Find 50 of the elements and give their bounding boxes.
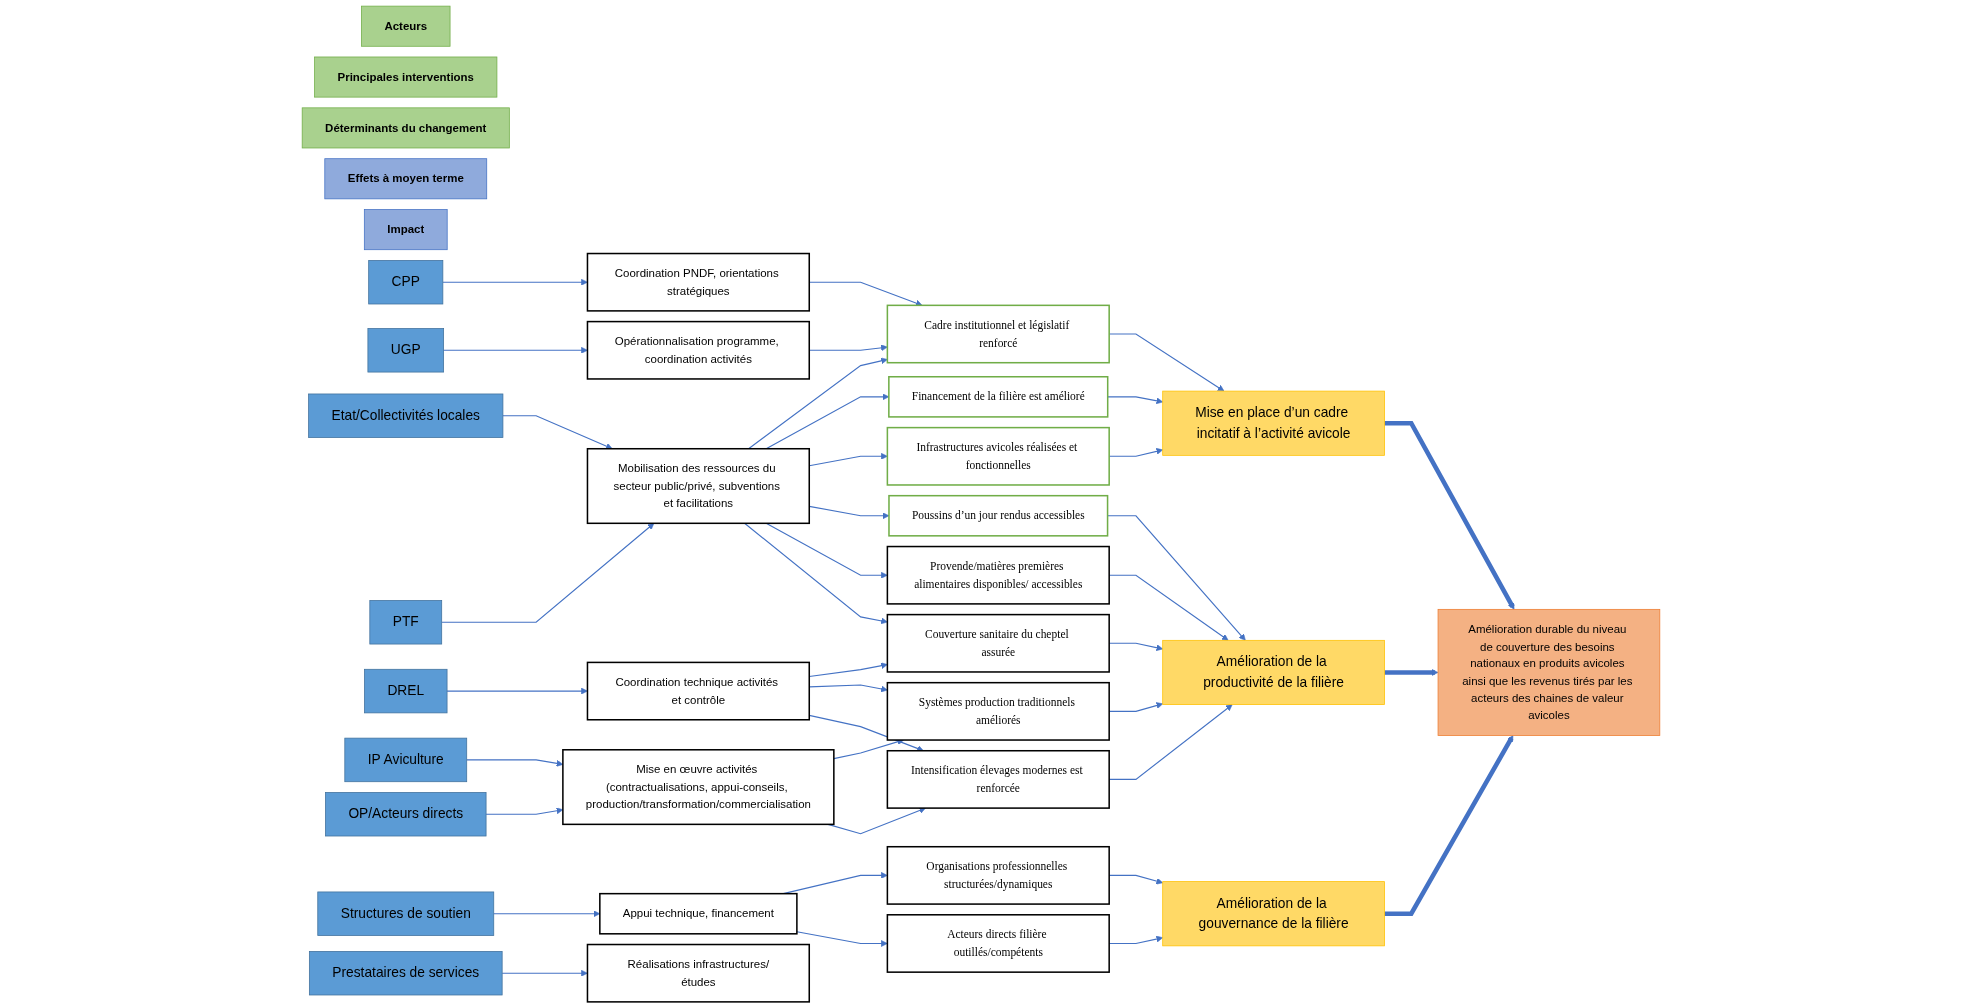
node-box: Amélioration durable du niveau de couverture des besoins nationaux en produits avicoles ainsi que les revenus tirés par les acteurs des chaines de valeur avicoles (1437, 608, 1661, 736)
arrow (1384, 669, 1439, 676)
arrow (1384, 735, 1514, 917)
node-box: Effets à moyen terme (324, 158, 488, 200)
node-box: Intensification élevages modernes est renforcée (886, 749, 1110, 809)
arrow (748, 357, 888, 450)
node-box: Acteurs directs filière outillés/compétents (886, 914, 1110, 973)
node-box: Organisations professionnelles structurées/dynamiques (886, 845, 1110, 905)
node-box: Provende/matières premières alimentaires disponibles/ accessibles (886, 545, 1110, 605)
arrow (442, 278, 588, 286)
node-box: OP/Acteurs directs (325, 792, 487, 837)
node-box: Amélioration de la gouvernance de la filière (1162, 881, 1385, 947)
node-box: Principales interventions (314, 56, 498, 98)
node-box: Systèmes production traditionnels améliorés (886, 681, 1110, 741)
node-box: Infrastructures avicoles réalisées et fonctionnelles (886, 426, 1110, 486)
node-box: IP Aviculture (344, 737, 468, 783)
arrow (744, 522, 888, 625)
node-box: UGP (367, 328, 444, 373)
node-box: Etat/Collectivités locales (308, 393, 504, 438)
arrow (1107, 396, 1163, 405)
node-box: Coordination PNDF, orientations stratégiques (586, 252, 811, 312)
node-box: Mobilisation des ressources du secteur public/privé, subventions et facilitations (586, 447, 811, 525)
node-box: Cadre institutionnel et législatif renforcé (886, 304, 1110, 364)
node-box: Impact (363, 209, 448, 251)
arrow (441, 523, 655, 623)
arrow (446, 687, 588, 695)
arrow (1107, 515, 1246, 641)
node-box: Couverture sanitaire du cheptel assurée (886, 613, 1110, 673)
node-box: Poussins d’un jour rendus accessibles (888, 494, 1109, 537)
node-box: DREL (364, 668, 448, 714)
node-box: Réalisations infrastructures/études (586, 943, 811, 1003)
node-box: Prestataires de services (309, 951, 503, 996)
node-box: Financement de la filière est amélioré (888, 376, 1109, 418)
arrow (1384, 420, 1515, 610)
node-box: Déterminants du changement (301, 107, 510, 149)
node-box: CPP (368, 260, 444, 305)
arrow (443, 346, 588, 354)
arrow (501, 969, 588, 977)
arrow (502, 415, 613, 450)
node-box: Acteurs (361, 5, 451, 47)
node-box: Opérationnalisation programme, coordination activités (586, 320, 811, 380)
arrow (796, 931, 888, 947)
node-box: Amélioration de la productivité de la filière (1162, 639, 1385, 705)
node-box: Mise en œuvre activités (contractualisations, appui-conseils, production/transformation/commercialisation (562, 749, 835, 826)
node-box: Coordination technique activités et contrôle (586, 661, 811, 721)
node-box: PTF (369, 600, 443, 645)
node-box: Appui technique, financement (599, 892, 798, 935)
node-box: Mise en place d’un cadre incitatif à l’activité avicole (1162, 390, 1385, 456)
node-box: Structures de soutien (317, 891, 495, 936)
arrow (765, 522, 888, 579)
